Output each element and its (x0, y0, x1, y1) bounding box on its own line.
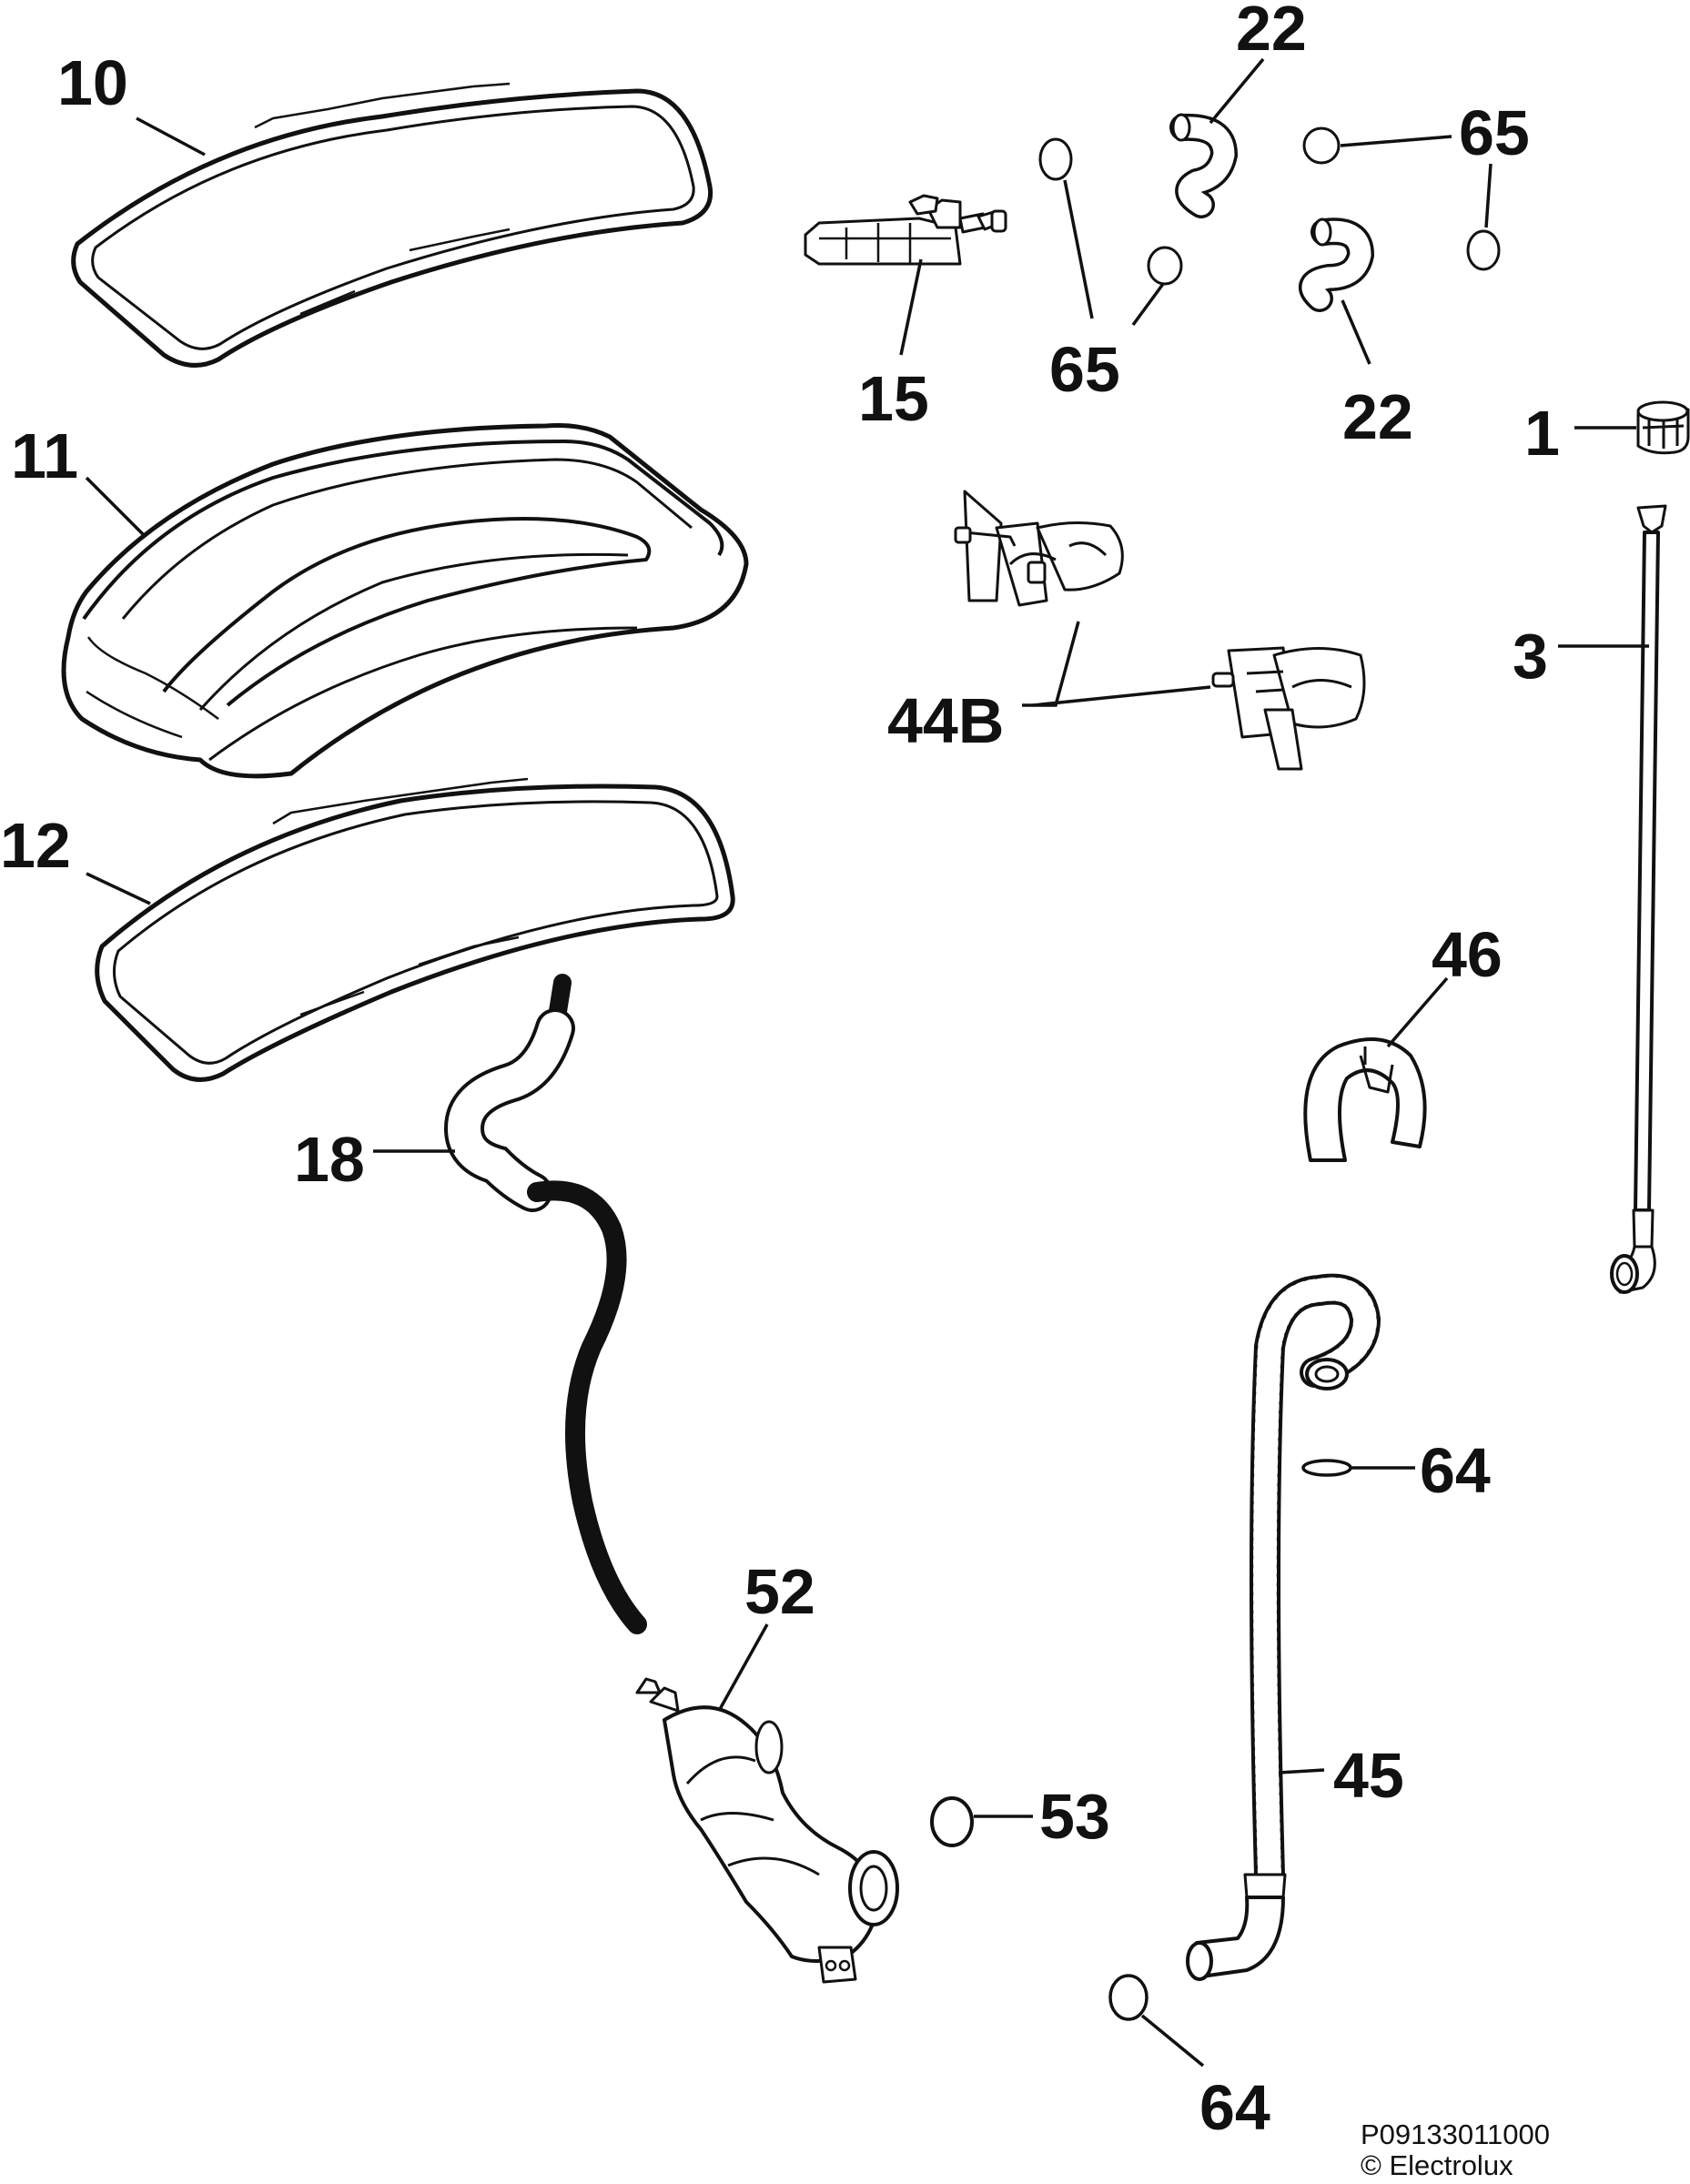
part-12-gasket (95, 777, 735, 1082)
part-64-ring-upper (1301, 1459, 1352, 1477)
ring-65-d (1466, 229, 1501, 271)
label-22-b: 22 (1342, 381, 1413, 452)
part-45-drain-hose (1186, 1273, 1381, 1981)
part-11-door-rim (61, 423, 749, 779)
ring-65-b (1147, 246, 1183, 286)
label-65-b: 65 (1459, 97, 1530, 168)
part-15-valve (804, 194, 1007, 266)
leader-lines (85, 57, 1649, 2068)
label-11: 11 (11, 420, 78, 491)
ring-65-c (1302, 126, 1341, 165)
part-44b-clamp-upper (954, 490, 1124, 607)
label-46: 46 (1432, 919, 1503, 990)
part-46-u-clip (1303, 1037, 1427, 1162)
label-10: 10 (57, 47, 128, 118)
label-64-a: 64 (1420, 1435, 1491, 1506)
part-64-ring-lower (1108, 1974, 1149, 2021)
label-15: 15 (858, 363, 929, 434)
part-22-hose-upper (1169, 113, 1238, 218)
label-3: 3 (1513, 621, 1548, 692)
copyright: © Electrolux (1361, 2149, 1513, 2181)
part-10-gasket (71, 82, 713, 368)
label-44b: 44B (887, 685, 1004, 756)
label-22-a: 22 (1236, 0, 1307, 64)
part-44b-clamp-lower (1211, 646, 1366, 771)
label-52: 52 (744, 1556, 815, 1627)
ring-65-a (1038, 137, 1073, 181)
label-45: 45 (1333, 1740, 1404, 1811)
label-53: 53 (1039, 1781, 1110, 1852)
part-65-rings (1038, 126, 1501, 286)
label-18: 18 (294, 1124, 365, 1195)
part-1-cap (1636, 400, 1690, 455)
label-12: 12 (0, 810, 71, 881)
part-52-sump (635, 1677, 899, 1984)
part-22-hose-lower (1299, 217, 1375, 312)
part-labels: 10 11 12 15 65 22 65 22 1 3 44B 46 18 52… (0, 0, 1560, 2143)
part-3-rod (1610, 504, 1667, 1294)
drawing-code: P09133011000 (1361, 2118, 1550, 2150)
part-53-ring (930, 1796, 974, 1847)
label-65-a: 65 (1049, 334, 1120, 405)
label-1: 1 (1524, 398, 1560, 469)
part-18-hose (443, 974, 647, 1634)
label-64-b: 64 (1199, 2072, 1270, 2143)
